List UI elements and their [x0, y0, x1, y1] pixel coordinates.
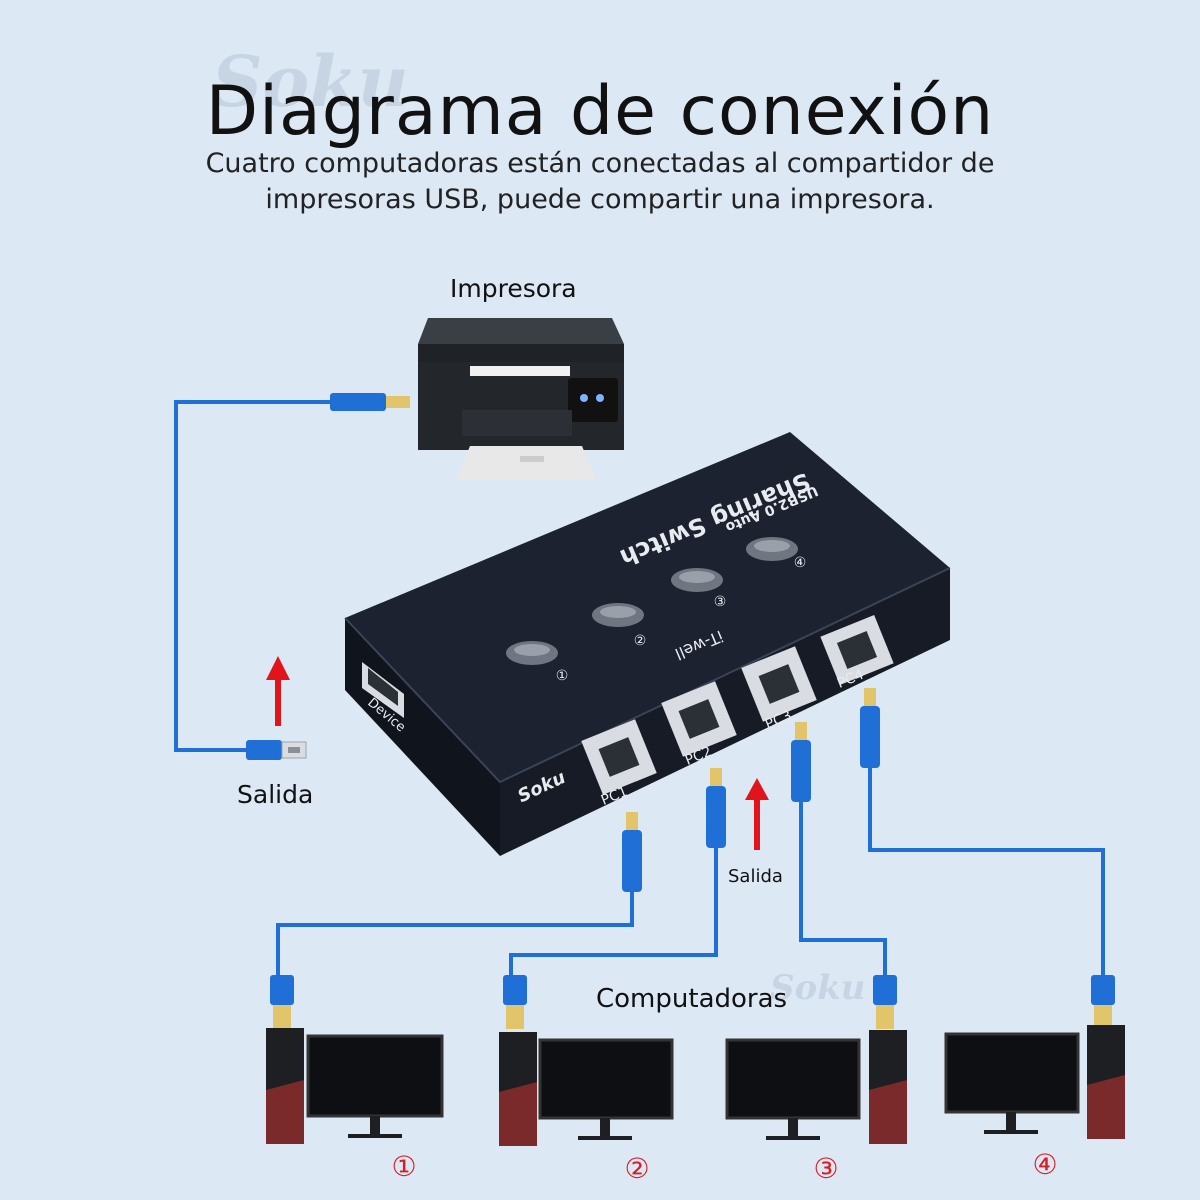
page-title: Diagrama de conexión [205, 72, 995, 151]
pc1-cable [276, 892, 634, 975]
watermark-logo-top: Soku [212, 40, 409, 123]
selector-number-1: ① [556, 668, 569, 684]
computer-3 [725, 975, 907, 1144]
pc3-plug [791, 722, 811, 802]
output-usb-plug [246, 740, 307, 760]
sharing-switch-device: Sharing Switch USB2.0 Auto iT-well Soku … [344, 432, 951, 856]
computer-4 [944, 975, 1125, 1139]
pc2-cable [509, 848, 718, 975]
printer-label: Impresora [450, 274, 577, 303]
selector-number-2: ② [634, 633, 647, 649]
computer-number-2: ② [624, 1152, 649, 1185]
computers-label: Computadoras [596, 984, 788, 1014]
pc4-plug [860, 688, 880, 768]
pc-ports [581, 615, 894, 795]
computer-number-3: ③ [813, 1152, 838, 1185]
pc2-plug [706, 768, 726, 848]
pc3-cable [799, 800, 887, 975]
printer-image [418, 318, 624, 480]
arrow-up-center [745, 778, 769, 850]
output-label-left: Salida [237, 780, 314, 809]
computer-number-4: ④ [1032, 1148, 1057, 1181]
output-label-center: Salida [728, 866, 783, 887]
selector-number-3: ③ [714, 594, 727, 610]
computer-1 [266, 975, 444, 1144]
selector-buttons [506, 537, 798, 665]
pc1-plug [622, 812, 642, 892]
watermark-logo-bottom: Soku [770, 968, 866, 1008]
printer-cable [174, 400, 330, 752]
selector-number-4: ④ [794, 555, 807, 571]
page-subtitle: Cuatro computadoras están conectadas al … [205, 148, 995, 215]
arrow-up-left [266, 656, 290, 726]
computer-2 [499, 975, 674, 1146]
pc4-cable [868, 768, 1105, 975]
device-usb-port [362, 662, 404, 718]
printer-cable-connector [330, 393, 410, 411]
usb-cables [174, 400, 1105, 975]
computer-number-1: ① [391, 1150, 416, 1183]
